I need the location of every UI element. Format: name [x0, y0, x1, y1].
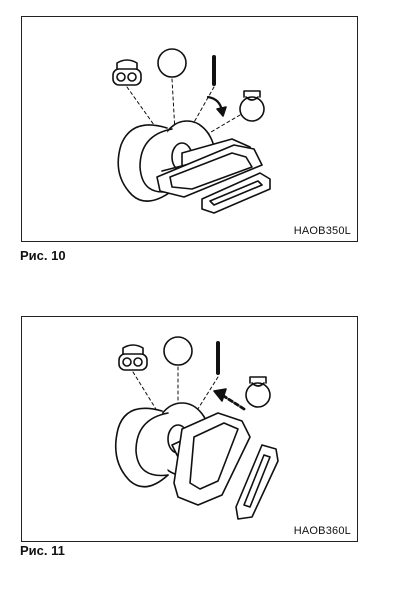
acc-circle-icon: [157, 48, 187, 78]
figure-10-panel: HAOB350L: [21, 16, 358, 242]
figure-10-illustration: [112, 48, 271, 214]
start-bulb-icon: [239, 90, 265, 122]
lock-icon: [112, 59, 142, 86]
figure-10-caption: Рис. 10: [20, 248, 66, 263]
figure-11-caption: Рис. 11: [20, 543, 65, 558]
lock-icon: [118, 344, 148, 371]
start-bulb-icon: [245, 376, 271, 408]
acc-circle-icon: [163, 336, 193, 366]
figure-11-panel: HAOB360L: [21, 316, 358, 542]
figure-10-code: HAOB350L: [293, 225, 351, 237]
return-arrow-icon: [213, 388, 246, 411]
figure-11-illustration: [114, 336, 279, 520]
figure-11-code: HAOB360L: [293, 525, 351, 537]
